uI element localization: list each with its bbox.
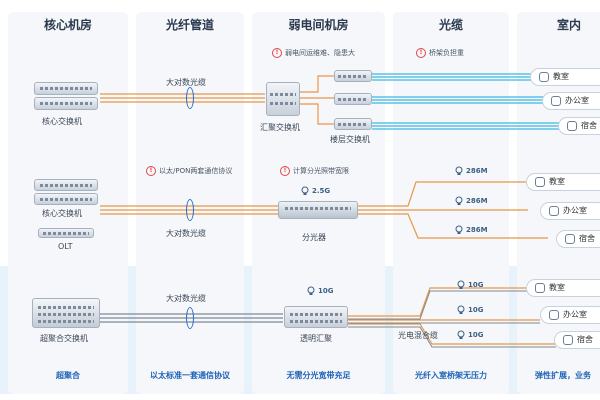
classroom-icon [539,71,549,82]
room-classroom: 教室 [530,68,600,86]
core-switch-device [34,179,98,191]
column-title: 光缆 [438,18,463,32]
split-warning: !计算分光照带宽限 [280,166,349,176]
room-dorm: 宿舍 [556,230,600,248]
hybrid-cable-label: 光电混合缆 [398,331,438,340]
warning-icon: ! [146,166,156,176]
office-icon [549,205,559,216]
transparent-hub-label: 透明汇聚 [300,334,332,343]
column-title: 弱电间机房 [288,18,349,32]
lightbulb-icon [457,280,465,289]
lightbulb-icon [457,330,465,339]
bandwidth-badge: 286M [454,166,488,176]
core-switch-device [34,82,98,95]
warning-icon: ! [280,166,290,176]
aggregation-switch-label: 汇聚交换机 [260,123,300,132]
core-switch-device [34,193,98,205]
super-converged-switch-device [32,298,100,328]
splitter-bandwidth: 2.5G [300,186,330,196]
splitter-label: 分光器 [302,233,326,242]
fiber-bundle-icon [186,307,194,329]
dorm-icon [565,233,575,244]
cable-warning: !桥架负担重 [416,48,464,58]
bandwidth-badge: 286M [454,225,488,235]
olt-label: OLT [58,242,73,251]
transparent-hub-device [284,306,348,328]
fiber-bundle-icon [186,199,194,221]
weak-room-warning: !弱电间运维难、隐患大 [272,48,355,58]
bandwidth-badge: 286M [454,196,488,206]
fiber-label: 大对数光缆 [166,294,206,303]
core-switch-label: 核心交换机 [42,209,82,218]
office-icon [551,95,561,106]
footer-caption: 超聚合 [56,371,80,380]
room-office: 办公室 [542,92,600,110]
footer-caption: 光纤入室桥架无压力 [415,371,487,380]
room-office: 办公室 [540,202,600,220]
fiber-bundle-icon [186,87,194,109]
room-dorm: 宿舍 [558,117,600,135]
floor-switch-device [334,93,372,105]
room-classroom: 教室 [526,173,600,191]
footer-caption: 无需分光宽带充足 [286,371,351,380]
bandwidth-badge: 10G [456,280,484,290]
column-title: 室内 [557,18,582,32]
classroom-icon [535,282,545,293]
dorm-icon [567,120,577,131]
footer-caption: 以太标准一套通信协议 [150,371,230,380]
warning-icon: ! [272,48,282,58]
column-title: 核心机房 [43,18,92,32]
splitter-device [278,201,358,219]
lightbulb-icon [455,196,463,205]
classroom-icon [535,176,545,187]
fiber-label: 大对数光缆 [166,229,206,238]
lightbulb-icon [455,166,463,175]
floor-switch-device [334,70,372,82]
lightbulb-icon [307,286,315,295]
room-office: 办公室 [540,306,600,324]
room-classroom: 教室 [526,279,600,297]
footer-caption: 弹性扩展，业务 [535,371,591,380]
hub-bandwidth: 10G [306,286,334,296]
room-dorm: 宿舍 [554,331,600,349]
lightbulb-icon [301,186,309,195]
column-title: 光纤管道 [165,18,214,32]
warning-icon: ! [416,48,426,58]
protocol-warning: !以太/PON两套通信协议 [146,166,232,176]
super-converged-switch-label: 超聚合交换机 [40,334,88,343]
bandwidth-badge: 10G [456,330,484,340]
dorm-icon [563,334,573,345]
lightbulb-icon [455,225,463,234]
column-cable [393,12,509,394]
floor-switch-device [334,118,372,130]
aggregation-switch-device [266,82,300,116]
office-icon [549,309,559,320]
bandwidth-badge: 10G [456,305,484,315]
core-switch-label: 核心交换机 [42,117,82,126]
floor-switch-label: 楼层交换机 [330,135,370,144]
core-switch-device [34,97,98,110]
olt-device [38,228,94,238]
fiber-label: 大对数光缆 [166,78,206,87]
lightbulb-icon [457,305,465,314]
